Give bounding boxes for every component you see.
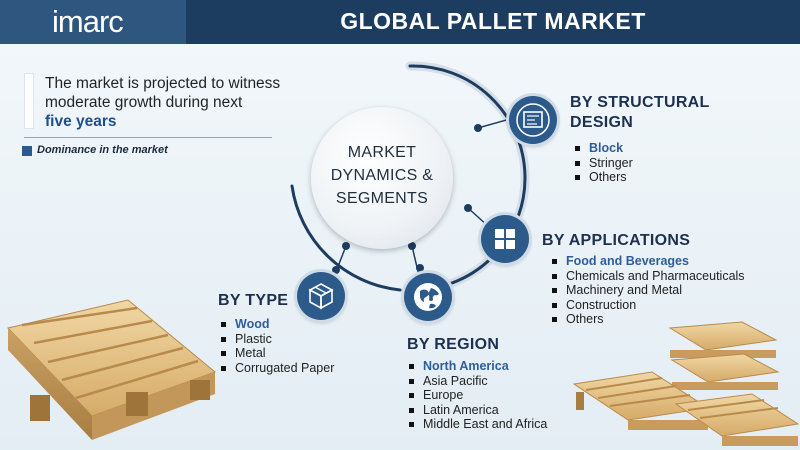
- intro-line-1: The market is projected to witness: [45, 75, 281, 92]
- pallet-image-left: [7, 299, 216, 440]
- list-item: Chemicals and Pharmaceuticals: [552, 269, 745, 284]
- pallet-stack-right: [572, 321, 800, 446]
- dominance-legend-label: Dominance in the market: [37, 144, 168, 156]
- list-item: Stringer: [575, 156, 633, 171]
- list-item: Plastic: [221, 332, 334, 347]
- page-title: GLOBAL PALLET MARKET: [340, 8, 646, 34]
- list-item: Latin America: [409, 403, 547, 418]
- list-item: Middle East and Africa: [409, 417, 547, 432]
- center-circle: MARKET DYNAMICS & SEGMENTS: [311, 107, 453, 249]
- segment-list-type: Wood Plastic Metal Corrugated Paper: [221, 317, 334, 375]
- imarc-logo: imarc: [52, 4, 124, 39]
- intro-divider: [24, 137, 272, 138]
- segment-title-type: BY TYPE: [218, 292, 289, 309]
- connector-dots: [332, 124, 482, 274]
- segment-list-applications: Food and Beverages Chemicals and Pharmac…: [552, 254, 745, 327]
- segment-title-applications: BY APPLICATIONS: [542, 232, 691, 249]
- list-item: Block: [575, 141, 633, 156]
- list-item: Europe: [409, 388, 547, 403]
- blueprint-icon: [509, 96, 557, 144]
- intro-accent-bar: [24, 73, 34, 129]
- list-item: Asia Pacific: [409, 374, 547, 389]
- segment-title-structural-line-2: DESIGN: [570, 114, 634, 131]
- center-line-2: DYNAMICS &: [330, 167, 434, 184]
- intro-line-2: moderate growth during next: [45, 94, 243, 111]
- header-bar: imarc GLOBAL PALLET MARKET: [0, 0, 800, 44]
- center-title: MARKET DYNAMICS & SEGMENTS: [311, 141, 453, 210]
- globe-icon: [404, 273, 452, 321]
- list-item: Food and Beverages: [552, 254, 745, 269]
- list-item: Metal: [221, 346, 334, 361]
- title-bar: GLOBAL PALLET MARKET: [186, 0, 800, 44]
- segment-arc: [290, 61, 530, 295]
- segment-title-structural-line-1: BY STRUCTURAL: [570, 94, 710, 111]
- list-item: Wood: [221, 317, 334, 332]
- grid-icon: [481, 215, 529, 263]
- segment-title-region: BY REGION: [407, 336, 500, 353]
- list-item: Corrugated Paper: [221, 361, 334, 376]
- intro-line-3: five years: [45, 113, 117, 130]
- list-item: North America: [409, 359, 547, 374]
- list-item: Others: [575, 170, 633, 185]
- list-item: Others: [552, 312, 745, 327]
- intro-text: The market is projected to witness moder…: [45, 74, 305, 131]
- list-item: Machinery and Metal: [552, 283, 745, 298]
- segment-list-region: North America Asia Pacific Europe Latin …: [409, 359, 547, 432]
- center-line-1: MARKET: [347, 144, 417, 161]
- segment-list-structural: Block Stringer Others: [575, 141, 633, 185]
- dominance-legend-square: [22, 146, 32, 156]
- segment-title-structural: BY STRUCTURAL DESIGN: [570, 93, 710, 133]
- logo-box: imarc: [0, 0, 186, 44]
- center-line-3: SEGMENTS: [335, 190, 429, 207]
- box-icon: [297, 272, 345, 320]
- list-item: Construction: [552, 298, 745, 313]
